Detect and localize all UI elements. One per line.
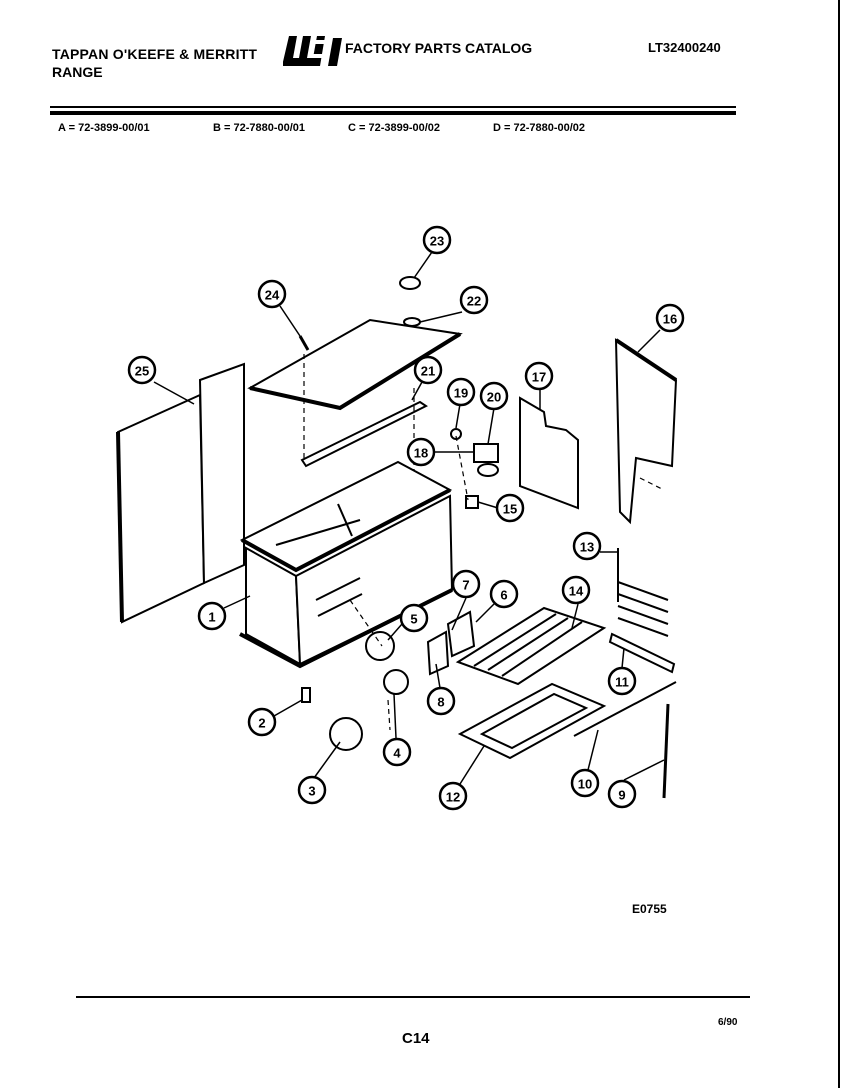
svg-text:23: 23 <box>430 234 444 249</box>
svg-text:9: 9 <box>618 788 625 803</box>
callout-9: 9 <box>607 779 637 809</box>
svg-text:21: 21 <box>421 364 435 379</box>
callout-17: 17 <box>524 361 554 391</box>
callout-11: 11 <box>607 666 637 696</box>
broiler-pan-part <box>457 682 607 760</box>
assembly-lines <box>303 354 665 731</box>
callout-25: 25 <box>127 355 157 385</box>
callout-7: 7 <box>451 569 481 599</box>
callout-24: 24 <box>257 279 287 309</box>
callout-18: 18 <box>406 437 436 467</box>
rail-part <box>608 632 676 674</box>
variant-d: D = 72-7880-00/02 <box>493 122 586 134</box>
svg-text:15: 15 <box>503 502 517 517</box>
callout-13: 13 <box>572 531 602 561</box>
svg-text:14: 14 <box>569 584 584 599</box>
catalog-date: 6/90 <box>718 1017 738 1028</box>
svg-text:8: 8 <box>437 695 444 710</box>
leader-lines <box>153 251 665 785</box>
svg-text:17: 17 <box>532 370 546 385</box>
svg-text:5: 5 <box>410 612 417 627</box>
side-panel-part <box>116 362 245 624</box>
variant-b: B = 72-7880-00/01 <box>213 122 306 134</box>
callout-8: 8 <box>426 686 456 716</box>
callout-15: 15 <box>495 493 525 523</box>
svg-text:24: 24 <box>265 288 280 303</box>
svg-text:13: 13 <box>580 540 594 555</box>
drawing-code: E0755 <box>632 902 667 916</box>
callout-16: 16 <box>655 303 685 333</box>
svg-text:18: 18 <box>414 446 428 461</box>
catalog-title: FACTORY PARTS CATALOG <box>345 40 533 56</box>
grommet-part <box>383 669 409 695</box>
callout-12: 12 <box>438 781 468 811</box>
variant-a: A = 72-3899-00/01 <box>58 122 150 134</box>
svg-text:6: 6 <box>500 588 507 603</box>
svg-text:11: 11 <box>615 675 629 690</box>
callout-19: 19 <box>446 377 476 407</box>
right-border <box>838 0 840 1088</box>
callout-20: 20 <box>479 381 509 411</box>
callout-21: 21 <box>413 355 443 385</box>
callout-22: 22 <box>459 285 489 315</box>
wci-logo <box>283 36 342 66</box>
footer-rule <box>76 996 750 998</box>
svg-text:12: 12 <box>446 790 460 805</box>
svg-text:7: 7 <box>462 578 469 593</box>
svg-text:10: 10 <box>578 777 592 792</box>
foot-part <box>329 717 363 751</box>
callout-3: 3 <box>297 775 327 805</box>
back-panel-part <box>614 338 678 525</box>
clip-part <box>465 495 479 509</box>
screw-part <box>298 335 310 351</box>
oven-rack-part <box>455 606 607 686</box>
brand-name: TAPPAN O'KEEFE & MERRITT <box>52 46 258 62</box>
svg-text:4: 4 <box>393 746 401 761</box>
rack-rails-part <box>617 548 669 637</box>
svg-text:25: 25 <box>135 364 149 379</box>
trim-strip-part <box>300 400 428 468</box>
header-rule-thick <box>50 111 736 115</box>
callout-23: 23 <box>422 225 452 255</box>
callout-14: 14 <box>561 575 591 605</box>
callout-4: 4 <box>382 737 412 767</box>
side-strip-part <box>573 681 677 737</box>
callout-5: 5 <box>399 603 429 633</box>
cabinet-body-part <box>239 460 454 669</box>
bracket-part <box>519 396 579 510</box>
door-strip-part <box>662 703 670 799</box>
knob-part <box>399 276 421 290</box>
leveler-part <box>301 687 311 703</box>
burner-cap-part <box>365 631 395 661</box>
callout-10: 10 <box>570 768 600 798</box>
page-number: C14 <box>402 1030 430 1047</box>
svg-text:1: 1 <box>208 610 215 625</box>
model-number: LT32400240 <box>648 40 721 55</box>
svg-text:16: 16 <box>663 312 677 327</box>
svg-text:19: 19 <box>454 386 468 401</box>
callout-1: 1 <box>197 601 227 631</box>
product-type: RANGE <box>52 64 103 80</box>
variant-c: C = 72-3899-00/02 <box>348 122 441 134</box>
svg-text:3: 3 <box>308 784 315 799</box>
header-rule <box>50 106 736 108</box>
svg-text:22: 22 <box>467 294 481 309</box>
callout-2: 2 <box>247 707 277 737</box>
callout-6: 6 <box>489 579 519 609</box>
svg-text:20: 20 <box>487 390 501 405</box>
svg-text:2: 2 <box>258 716 265 731</box>
